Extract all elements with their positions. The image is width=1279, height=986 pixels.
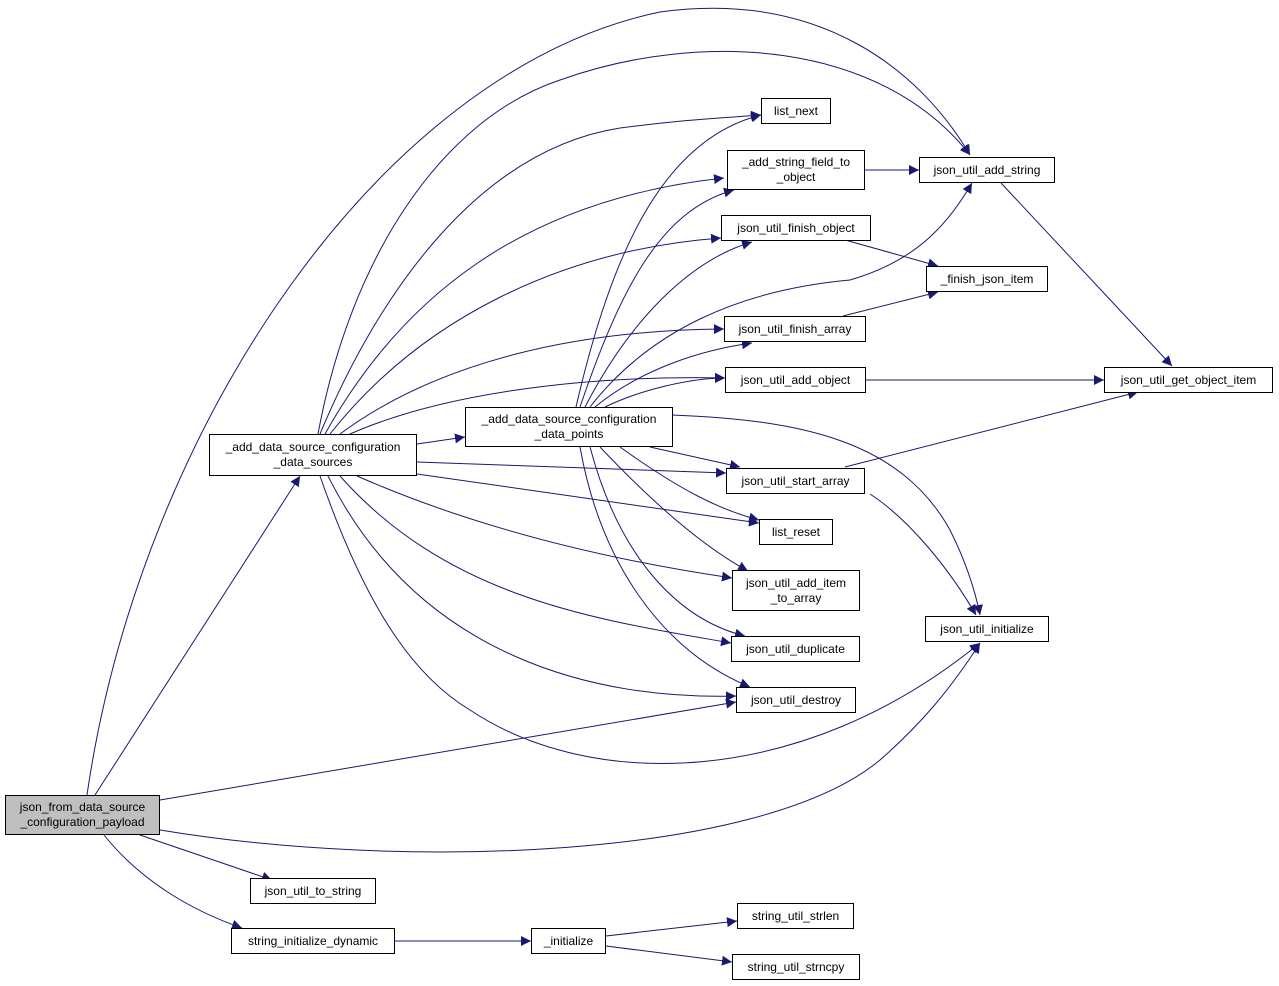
node-add-data-source-configuration-data-sources[interactable]: _add_data_source_configuration _data_sou… [209,434,417,476]
node-label: json_util_duplicate [746,641,845,656]
node-label: _initialize [543,933,594,948]
node-list-reset[interactable]: list_reset [759,519,833,545]
node-label: json_util_get_object_item [1120,372,1257,387]
edge-start-array-to-get-object-item [844,389,1139,468]
node-json-util-add-string[interactable]: json_util_add_string [919,157,1055,183]
node-string-initialize-dynamic[interactable]: string_initialize_dynamic [231,928,395,954]
node-label: json_from_data_source _configuration_pay… [19,800,146,829]
edge-finish-array-to-finish-json-item [842,289,939,317]
node-label: string_initialize_dynamic [247,933,379,948]
edge-sources-to-add-string-field [324,174,725,435]
edge-points-to-add-string-field [579,187,735,408]
edge-sources-to-finish-object [329,233,722,435]
edge-sources-to-finish-array [339,324,725,435]
node-label: list_reset [771,524,821,539]
node-string-util-strlen[interactable]: string_util_strlen [737,903,854,929]
edge-start-array-to-initialize-json [869,493,977,616]
node-label: json_util_to_string [264,883,362,898]
edge-points-to-finish-array [594,339,753,408]
edge-sources-to-initialize-json [319,475,981,764]
edge-points-to-add-item [599,446,749,572]
node-label: list_next [773,103,819,118]
node-list-next[interactable]: list_next [761,98,831,124]
node-json-util-start-array[interactable]: json_util_start_array [726,468,865,494]
node-json-util-add-item-to-array[interactable]: json_util_add_item _to_array [732,570,860,611]
edge-add-string-to-get-object-item [1000,182,1173,367]
edge-points-to-list-reset [619,446,760,523]
node-json-from-data-source-configuration-payload: json_from_data_source _configuration_pay… [5,795,160,835]
edge-points-to-add-object [604,373,726,408]
node-add-data-source-configuration-data-points[interactable]: _add_data_source_configuration _data_poi… [465,407,673,447]
node-initialize[interactable]: _initialize [531,928,606,954]
node-label: json_util_finish_array [738,321,852,336]
node-json-util-destroy[interactable]: json_util_destroy [736,687,856,713]
edge-points-to-list-next [575,112,762,408]
edge-sources-to-list-reset [416,473,760,527]
node-label: json_util_destroy [750,692,842,707]
node-json-util-duplicate[interactable]: json_util_duplicate [731,636,860,662]
node-label: _finish_json_item [940,271,1034,286]
node-json-util-finish-object[interactable]: json_util_finish_object [721,215,871,241]
node-label: string_util_strncpy [747,959,845,974]
node-finish-json-item[interactable]: _finish_json_item [926,266,1048,292]
node-json-util-get-object-item[interactable]: json_util_get_object_item [1104,367,1273,393]
node-label: _add_string_field_to _object [741,155,851,184]
edge-root-to-add-data-sources [94,475,301,796]
edge-sources-to-destroy [327,475,737,702]
edge-initialize-to-strlen [605,917,738,937]
edge-sources-to-start-array [416,461,727,478]
node-add-string-field-to-object[interactable]: _add_string_field_to _object [727,150,865,190]
edge-root-to-add-string [86,7,971,796]
node-label: string_util_strlen [751,908,840,923]
edge-sources-to-add-object [349,372,726,435]
edge-sources-to-add-string [317,50,971,435]
edge-sources-to-list-next [319,110,762,435]
edge-sources-to-add-item [356,475,733,582]
edge-points-to-duplicate [589,446,746,639]
edge-initialize-to-strncpy [605,945,733,966]
edge-points-to-start-array [649,446,741,470]
node-json-util-finish-array[interactable]: json_util_finish_array [724,316,866,342]
edge-root-to-destroy [159,698,737,801]
node-json-util-to-string[interactable]: json_util_to_string [250,878,376,904]
edge-points-to-add-string [589,182,973,408]
node-label: json_util_start_array [741,473,850,488]
edge-sources-to-duplicate [339,475,732,647]
node-label: _add_data_source_configuration _data_poi… [481,412,657,441]
node-json-util-initialize[interactable]: json_util_initialize [925,616,1049,642]
node-string-util-strncpy[interactable]: string_util_strncpy [732,954,860,980]
edge-points-to-initialize-json [671,414,983,616]
node-label: json_util_initialize [940,621,1034,636]
node-label: json_util_add_item _to_array [745,575,847,605]
edge-finish-object-to-finish-json-item [844,239,939,269]
edge-root-to-to-string [139,834,273,882]
edge-root-to-initialize-json [159,642,981,853]
edge-root-to-string-initialize-dynamic [103,834,243,930]
node-label: json_util_add_object [740,372,851,387]
edge-points-to-destroy [579,446,751,688]
edge-points-to-finish-object [584,239,753,408]
node-json-util-add-object[interactable]: json_util_add_object [725,367,866,393]
node-label: json_util_finish_object [737,220,855,235]
node-label: _add_data_source_configuration _data_sou… [225,440,401,469]
node-label: json_util_add_string [933,162,1041,177]
edge-sources-to-data-points [416,433,466,445]
